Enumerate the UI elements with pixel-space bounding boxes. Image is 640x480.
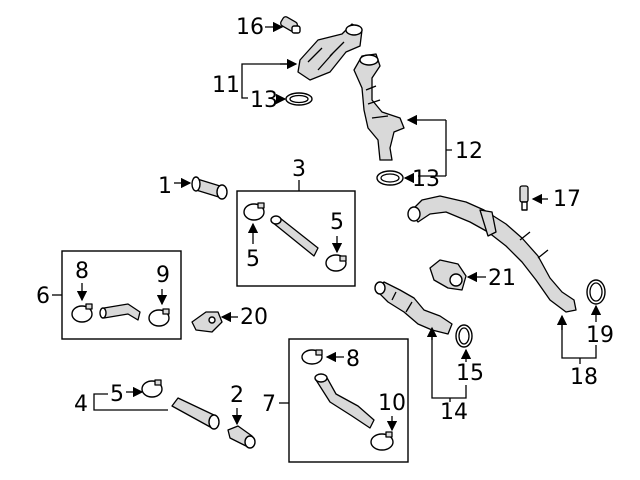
box-3-clamp-right — [325, 254, 347, 272]
callout-5-box3-left: 5 — [246, 247, 260, 272]
callout-7: 7 — [262, 392, 276, 417]
leader-12 — [445, 120, 452, 176]
callout-17: 17 — [553, 187, 581, 212]
callout-13-lower: 13 — [412, 167, 440, 192]
box-6-hose-kit — [61, 250, 182, 340]
leader-11 — [241, 63, 292, 99]
callout-12: 12 — [455, 139, 483, 164]
callout-8-box6: 8 — [75, 259, 89, 284]
box-7-clamp-bottom — [370, 431, 394, 451]
callout-3: 3 — [292, 157, 306, 182]
part-12-vertical-pipe — [353, 53, 405, 161]
callout-11: 11 — [212, 73, 240, 98]
callout-2: 2 — [230, 383, 244, 408]
box-3-hose — [270, 215, 319, 257]
box-6-clamp-right — [148, 308, 170, 327]
part-1-hose — [191, 176, 228, 200]
part-16-sensor — [280, 16, 301, 34]
part-15-clamp — [455, 324, 473, 348]
box-3-hose-kit — [236, 190, 356, 287]
box-6-clamp-left — [71, 303, 93, 323]
box-6-hose — [99, 303, 141, 321]
callout-9: 9 — [156, 263, 170, 288]
part-5-clamp — [141, 379, 163, 398]
callout-14: 14 — [440, 400, 468, 425]
callout-16: 16 — [236, 15, 264, 40]
callout-13-upper: 13 — [250, 88, 278, 113]
part-2-connector — [227, 425, 256, 449]
callout-19: 19 — [586, 323, 614, 348]
callout-20: 20 — [240, 305, 268, 330]
callout-21: 21 — [488, 266, 516, 291]
box-3-clamp-left — [243, 202, 265, 221]
part-4-hose — [171, 397, 220, 430]
callout-15: 15 — [456, 361, 484, 386]
part-11-manifold-pipe — [297, 23, 363, 81]
callout-1: 1 — [158, 174, 172, 199]
callout-5-box3-right: 5 — [330, 210, 344, 235]
part-13-ring-lower — [376, 170, 404, 186]
part-14-pipe — [374, 281, 453, 335]
callout-6: 6 — [36, 284, 50, 309]
callout-8-box7: 8 — [346, 347, 360, 372]
box-7-hose-kit — [288, 338, 409, 463]
part-19-clamp — [586, 279, 606, 305]
part-21-valve — [429, 259, 467, 291]
box-7-hose — [314, 373, 375, 429]
callout-4: 4 — [74, 392, 88, 417]
callout-10: 10 — [378, 391, 406, 416]
callout-5-part4: 5 — [110, 382, 124, 407]
callout-18: 18 — [570, 365, 598, 390]
part-17-sensor — [519, 185, 529, 211]
part-20-fitting — [191, 311, 223, 333]
part-18-long-pipe — [407, 195, 577, 313]
box-7-clamp-top — [301, 349, 323, 365]
